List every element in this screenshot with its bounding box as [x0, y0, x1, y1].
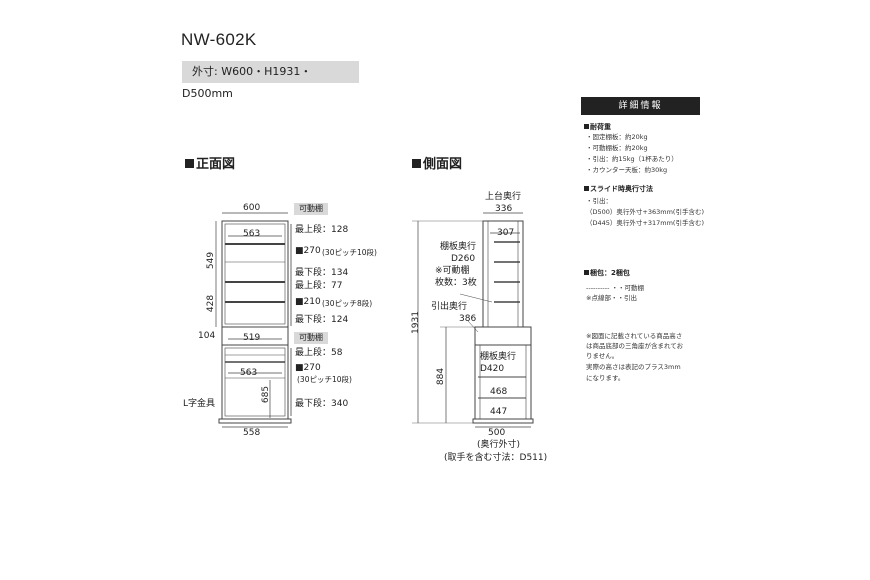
front-base — [218, 418, 292, 424]
load-item-4: ・カウンター天板：約30kg — [586, 166, 668, 174]
front-lower-cabinet — [221, 344, 289, 420]
square-bullet-icon — [584, 270, 589, 275]
dim-front-428: 428 — [206, 294, 217, 313]
slide-title-text: スライド時奥行寸法 — [590, 185, 653, 193]
slide-item-2: （D500）奥行外寸+363mm(引手含む) — [586, 208, 704, 216]
dim-front-685: 685 — [261, 385, 272, 404]
movable-shelf-count: 枚数：3枚 — [435, 278, 477, 288]
note-line-1: ※図面に記載されている商品高さ — [586, 332, 683, 340]
legend-movable: ---------- ・・可動棚 — [586, 284, 645, 292]
lower-label-3: (30ピッチ10段) — [297, 375, 352, 384]
upper-label-8: 最下段：124 — [295, 315, 349, 325]
side-view-title: 側面図 — [412, 153, 462, 172]
upper-label-6: ■210 — [295, 297, 321, 307]
slide-item-3: （D445）奥行外寸+317mm(引手含む) — [586, 219, 704, 227]
dim-front-width-top: 600 — [243, 203, 261, 213]
dim-1931: 1931 — [410, 311, 421, 334]
lower-label-2: ■270 — [295, 363, 321, 373]
load-item-2: ・可動棚板：約20kg — [586, 144, 648, 152]
shelf-depth-label: 棚板奥行 — [440, 242, 477, 252]
lower-shelf-depth-value: D420 — [480, 364, 505, 374]
dim-front-upper-inner: 563 — [243, 229, 261, 239]
slide-item-1: ・引出： — [586, 197, 612, 205]
upper-label-7: (30ピッチ8段) — [322, 299, 373, 308]
side-drawer — [474, 326, 532, 346]
square-bullet-icon — [584, 124, 589, 129]
front-view-title: 正面図 — [185, 153, 235, 172]
load-item-1: ・固定棚板：約20kg — [586, 133, 648, 141]
upper-label-1: 最上段：128 — [295, 225, 349, 235]
drawer-depth-value: 386 — [459, 314, 477, 324]
pack-title-text: 梱包：2梱包 — [590, 269, 630, 277]
movable-shelf-note: ※可動棚 — [435, 266, 470, 276]
square-bullet-icon — [584, 186, 589, 191]
shelf-depth-value: D260 — [451, 254, 476, 264]
legend-drawer: ※点線部・・引出 — [586, 294, 637, 302]
dim-307: 307 — [497, 228, 515, 238]
dim-500: 500 — [488, 428, 506, 438]
dim-447: 447 — [490, 407, 508, 417]
handle-caption: (取手を含む寸法：D511) — [444, 453, 548, 463]
lower-label-4: 最下段：340 — [295, 399, 349, 409]
depth-caption: (奥行外寸) — [477, 440, 521, 450]
outer-dimensions-bar: 外寸: W600・H1931・D500mm — [182, 61, 359, 100]
top-depth-label: 上台奥行 — [485, 192, 522, 202]
dim-front-104: 104 — [198, 331, 216, 341]
dim-top-depth: 336 — [495, 204, 513, 214]
pack-title: 梱包：2梱包 — [584, 268, 630, 279]
details-header: 詳細情報 — [581, 97, 700, 115]
upper-label-2: ■270 — [295, 246, 321, 256]
dim-front-drawer: 519 — [243, 333, 261, 343]
dim-front-549: 549 — [206, 251, 217, 270]
upper-label-4: 最下段：134 — [295, 268, 349, 278]
lower-movable-shelf-tag: 可動棚 — [294, 332, 328, 344]
dim-front-width-bottom: 558 — [243, 428, 261, 438]
model-number: NW-602K — [181, 30, 257, 49]
drawer-depth-label: 引出奥行 — [431, 302, 468, 312]
side-view-title-text: 側面図 — [423, 157, 463, 172]
note-line-5: になります。 — [586, 374, 625, 382]
dim-front-lower-inner: 563 — [240, 368, 258, 378]
lower-label-1: 最上段：58 — [295, 348, 343, 358]
square-bullet-icon — [412, 159, 421, 168]
upper-label-3: (30ピッチ10段) — [322, 248, 377, 257]
upper-movable-shelf-tag: 可動棚 — [294, 203, 328, 215]
note-line-4: 実際の高さは表記のプラス3mm — [586, 363, 681, 371]
dim-884: 884 — [436, 367, 447, 386]
lower-shelf-depth-label: 棚板奥行 — [480, 352, 517, 362]
square-bullet-icon — [185, 159, 194, 168]
upper-label-5: 最上段：77 — [295, 281, 343, 291]
load-item-3: ・引出：約15kg（1杯あたり） — [586, 155, 678, 163]
slide-title: スライド時奥行寸法 — [584, 184, 653, 195]
note-line-2: は商品底部の三角座が含まれてお — [586, 342, 684, 350]
load-title-text: 耐荷重 — [590, 123, 611, 131]
load-title: 耐荷重 — [584, 122, 611, 133]
note-line-3: りません。 — [586, 352, 619, 360]
front-upper-inner — [224, 223, 286, 325]
dim-468: 468 — [490, 387, 508, 397]
front-lower-inner — [224, 347, 286, 417]
front-view-title-text: 正面図 — [196, 157, 236, 172]
l-bracket-label: L字金具 — [183, 399, 216, 409]
